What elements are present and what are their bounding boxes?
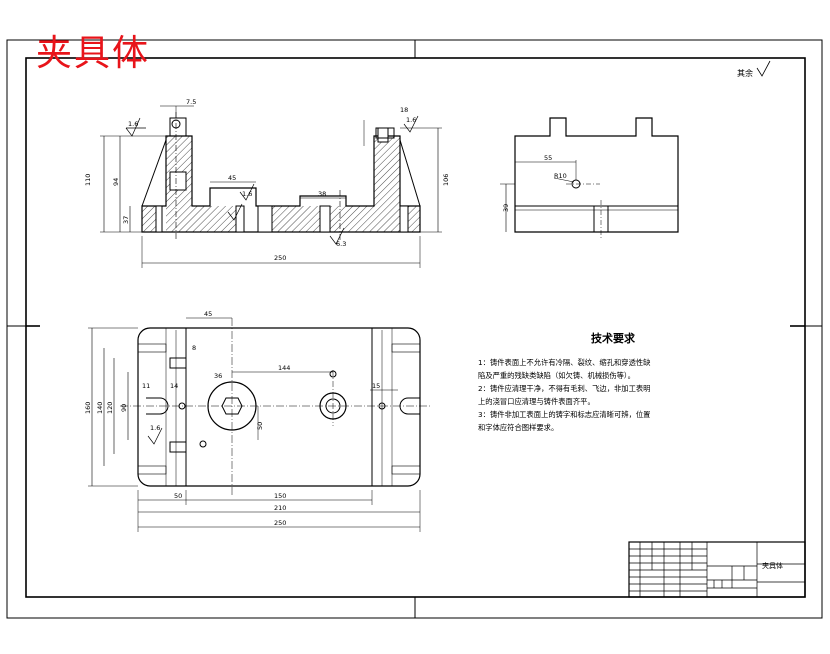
dim-plan-total: 250: [274, 519, 286, 527]
dim-plan-mid: 210: [274, 504, 286, 512]
dim-plan-hole-offset: 50: [256, 422, 264, 430]
plan-view-dims: 45 8 36 144 50 15 11 14 1.6 160 140 120 …: [84, 310, 380, 527]
dim-plan-height-total: 160: [84, 402, 92, 414]
title-block-name: 夹具体: [762, 561, 783, 570]
tech-notes-title: 技术要求: [591, 332, 635, 345]
centering-marks: [7, 40, 822, 618]
dim-side-hole: R10: [554, 172, 567, 180]
tech-note-line: 1：铸件表面上不允许有冷隔、裂纹、缩孔和穿透性缺: [478, 358, 651, 367]
tech-note-line: 和字体应符合图样要求。: [478, 423, 559, 432]
dim-plan-h2: 120: [106, 402, 114, 414]
technical-requirements: 技术要求 1：铸件表面上不允许有冷隔、裂纹、缩孔和穿透性缺 陷及严重的残缺类缺陷…: [478, 330, 708, 434]
side-view-dims: 55 R10 39: [502, 154, 567, 212]
dim-plan-h1: 140: [96, 402, 104, 414]
dim-rough-right: 1.6: [406, 116, 416, 124]
dim-plan-rough: 1.6: [150, 424, 160, 432]
tech-note-line: 上的浇冒口应清理与铸件表面齐平。: [478, 397, 595, 406]
dim-plan-span: 144: [278, 364, 290, 372]
dim-front-height: 110: [84, 174, 92, 186]
dim-plan-top: 45: [204, 310, 212, 318]
dim-front-base: 37: [122, 216, 130, 224]
dim-front-height2: 94: [112, 178, 120, 186]
dim-plan-dia: 36: [214, 372, 222, 380]
dim-front-small-right: 18: [400, 106, 408, 114]
front-view-dims: 7.5 1.6 1.6 1.6 18 110 94 37 45 38 106 6…: [84, 98, 450, 262]
dim-front-slot: 45: [228, 174, 236, 182]
surface-finish-mark: 其余: [737, 60, 771, 78]
dim-plan-right-small: 15: [372, 382, 380, 390]
dim-plan-small-top: 8: [192, 344, 196, 352]
dim-plan-left-a: 11: [142, 382, 150, 390]
surface-mark-text: 其余: [737, 68, 753, 78]
dim-side-len: 55: [544, 154, 552, 162]
tech-note-line: 3：铸件非加工表面上的铸字和标志应清晰可辨，位置: [478, 410, 651, 419]
title-stamp: 夹具体: [36, 33, 151, 74]
dim-side-height: 39: [502, 204, 510, 212]
dim-rough-mid: 1.6: [242, 190, 252, 198]
dim-front-top: 7.5: [186, 98, 196, 106]
tech-note-line: 2：铸件应清理干净，不得有毛刺、飞边，非加工表明: [478, 384, 651, 393]
dim-plan-h3: 90: [120, 404, 128, 412]
dim-plan-left-w: 50: [174, 492, 182, 500]
tech-note-line: 陷及严重的残缺类缺陷（如欠铸、机械损伤等）。: [478, 371, 635, 380]
dim-front-right-height: 106: [442, 174, 450, 186]
plan-view: [88, 317, 430, 532]
dim-rough-left: 1.6: [128, 120, 138, 128]
dim-plan-left-b: 14: [170, 382, 178, 390]
front-section-view: [100, 105, 442, 268]
dim-plan-inner: 150: [274, 492, 286, 500]
title-block: [628, 541, 806, 598]
side-view: [500, 117, 679, 238]
dim-front-total: 250: [274, 254, 286, 262]
dim-front-center: 38: [318, 190, 326, 198]
dim-front-bottom-mark: 6.3: [336, 240, 346, 248]
inner-frame: [25, 57, 806, 598]
